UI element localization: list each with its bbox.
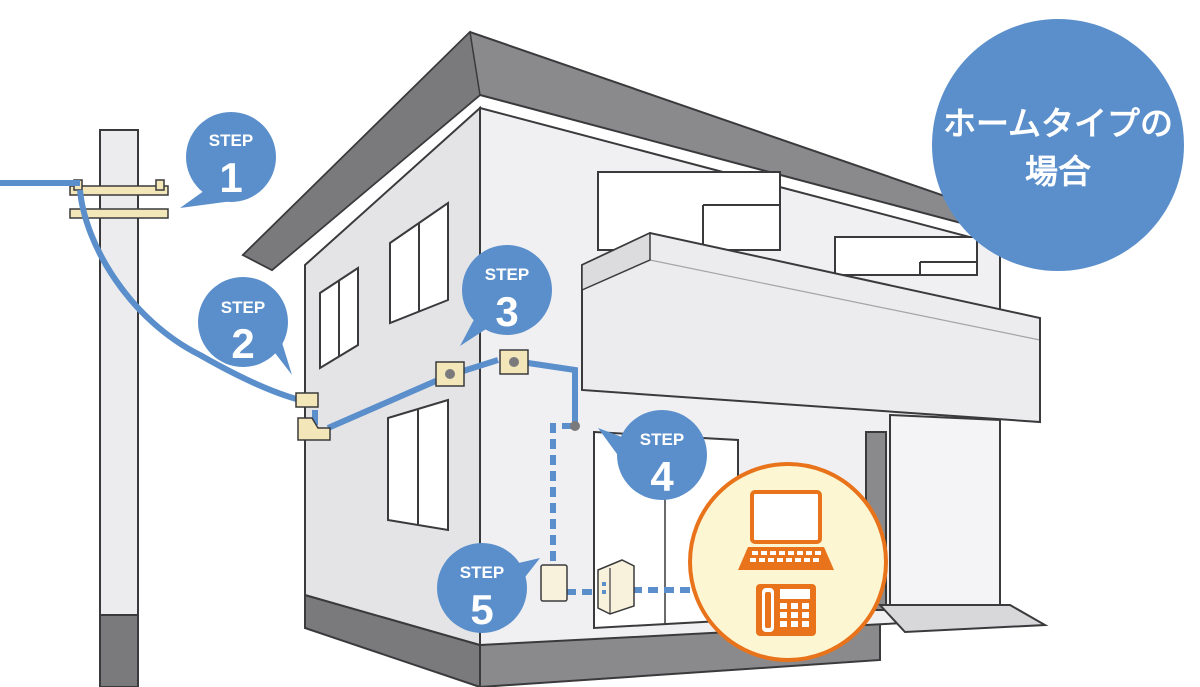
step-5-bubble: STEP 5	[437, 543, 540, 633]
badge-line-1: ホームタイプの	[943, 104, 1173, 143]
step-5-label: STEP	[460, 563, 504, 582]
wall-outlet-2	[499, 349, 529, 375]
side-window-lower	[387, 398, 449, 532]
utility-pole	[69, 129, 169, 687]
cable-junction	[570, 421, 580, 431]
step-2-number: 2	[231, 320, 254, 367]
step-4-label: STEP	[640, 430, 684, 449]
step-1-label: STEP	[209, 131, 253, 150]
balcony	[581, 231, 1041, 424]
step-3-number: 3	[495, 288, 518, 335]
fiber-cable	[0, 180, 578, 431]
step-2-bubble: STEP 2	[198, 277, 292, 375]
step-1-number: 1	[219, 154, 242, 201]
step-4-number: 4	[650, 453, 674, 500]
side-window-upper	[319, 266, 359, 370]
step-1-bubble: STEP 1	[180, 112, 276, 208]
wall-outlet-1	[435, 361, 465, 387]
step-5-number: 5	[470, 586, 493, 633]
step-2-label: STEP	[221, 298, 265, 317]
optical-outlet	[540, 564, 568, 602]
home-type-badge: ホームタイプの 場合	[932, 19, 1184, 271]
front-window-upper-right	[834, 236, 978, 276]
step-4-bubble: STEP 4	[598, 410, 707, 500]
front-window-upper-left	[597, 171, 781, 251]
laptop-icon	[738, 490, 834, 570]
lead-in-fitting	[297, 417, 331, 441]
onu-router	[597, 559, 635, 615]
devices-circle	[688, 462, 888, 662]
drop-connector	[295, 392, 319, 408]
side-window-upper-2	[389, 201, 449, 325]
indoor-cable	[550, 423, 700, 595]
step-3-bubble: STEP 3	[460, 245, 552, 346]
badge-line-2: 場合	[1025, 152, 1091, 191]
telephone-icon	[756, 584, 816, 636]
step-3-label: STEP	[485, 265, 529, 284]
